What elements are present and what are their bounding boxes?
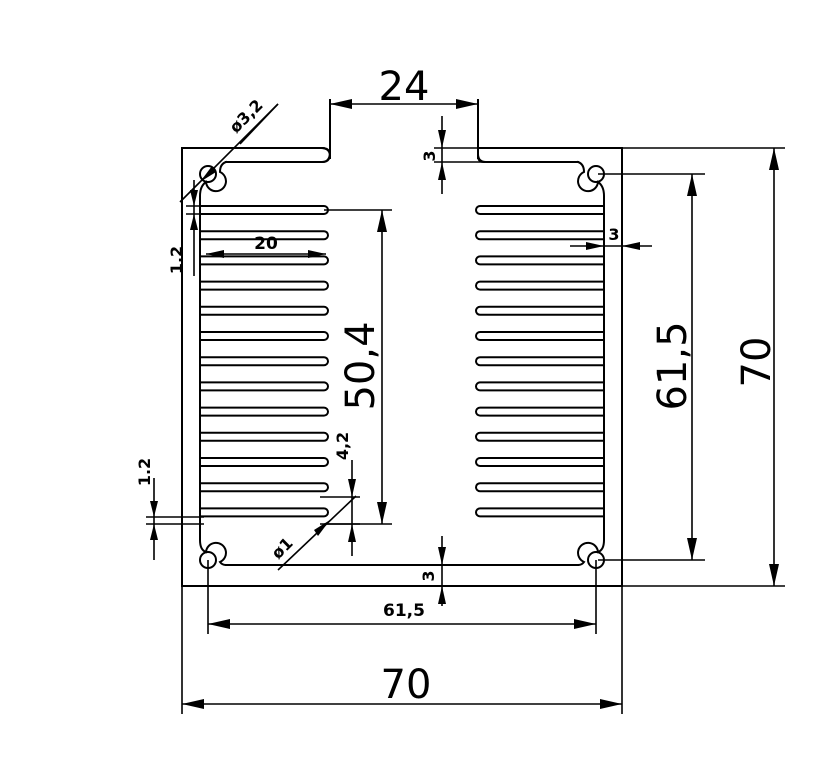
dim-fin-thickness-upper-label: 1.2 <box>167 246 186 274</box>
inner-top-left <box>225 152 332 163</box>
dim-wall-right-label: 3 <box>608 225 619 244</box>
dim-height-overall-label: 70 <box>734 337 780 388</box>
dim-fin-tip-diameter-label: ø1 <box>268 534 297 563</box>
fin-left-2 <box>199 230 329 241</box>
dim-fin-pitch: 4,2 <box>320 432 360 556</box>
dim-wall-top: 3 <box>420 116 486 194</box>
fins-left <box>199 205 329 518</box>
dim-fin-thickness-lower-label: 1.2 <box>135 458 154 486</box>
dim-fin-tip-diameter: ø1 <box>268 495 357 571</box>
fin-left-4 <box>199 280 329 291</box>
fin-left-6 <box>199 331 329 341</box>
dim-vertical-hole-spacing: 61,5 <box>598 173 705 561</box>
inner-top-right <box>476 152 579 163</box>
dim-fin-region-label: 50,4 <box>338 321 384 410</box>
fin-right-5 <box>475 305 605 316</box>
fin-right-7 <box>475 356 605 367</box>
dim-fin-thickness-upper: 1.2 <box>167 180 206 276</box>
dim-bottom-hole-spacing-label: 61,5 <box>383 601 425 621</box>
fin-left-8 <box>199 381 329 392</box>
fin-left-3 <box>199 255 329 266</box>
fin-right-1 <box>475 205 605 215</box>
dim-top-slot: 24 <box>330 64 478 110</box>
dim-top-slot-label: 24 <box>379 64 430 110</box>
dim-fin-thickness-lower: 1.2 <box>135 458 204 560</box>
dim-corner-hole-diameter-label: ø3,2 <box>225 95 266 136</box>
dim-fin-region: 50,4 <box>324 209 392 525</box>
fins-right <box>475 205 605 518</box>
fin-right-2 <box>475 230 605 241</box>
dim-fin-pitch-label: 4,2 <box>333 432 352 460</box>
fin-left-1 <box>199 205 329 215</box>
fin-left-11 <box>199 457 329 467</box>
dim-wall-right: 3 <box>570 225 652 250</box>
dim-fin-length: 20 <box>206 234 326 258</box>
dim-wall-bottom-label: 3 <box>419 570 438 581</box>
dim-fin-length-label: 20 <box>254 234 278 254</box>
fin-right-8 <box>475 381 605 392</box>
fin-right-10 <box>475 431 605 442</box>
dim-width-overall: 70 <box>181 586 623 714</box>
dim-vertical-hole-spacing-label: 61,5 <box>650 321 696 410</box>
dim-wall-bottom: 3 <box>419 536 446 606</box>
fin-right-6 <box>475 331 605 341</box>
dim-bottom-hole-spacing: 61,5 <box>207 560 597 634</box>
fin-right-9 <box>475 406 605 417</box>
fin-left-5 <box>199 305 329 316</box>
fin-left-9 <box>199 406 329 417</box>
fin-right-12 <box>475 482 605 493</box>
fin-right-3 <box>475 255 605 266</box>
fin-right-4 <box>475 280 605 291</box>
fin-right-13 <box>475 507 605 518</box>
fin-right-11 <box>475 457 605 467</box>
fin-left-10 <box>199 431 329 442</box>
fin-left-7 <box>199 356 329 367</box>
fin-left-13 <box>199 507 329 518</box>
dim-wall-top-label: 3 <box>420 150 439 161</box>
dim-width-overall-label: 70 <box>381 662 432 708</box>
dim-height-overall: 70 <box>622 147 785 587</box>
fin-left-12 <box>199 482 329 493</box>
